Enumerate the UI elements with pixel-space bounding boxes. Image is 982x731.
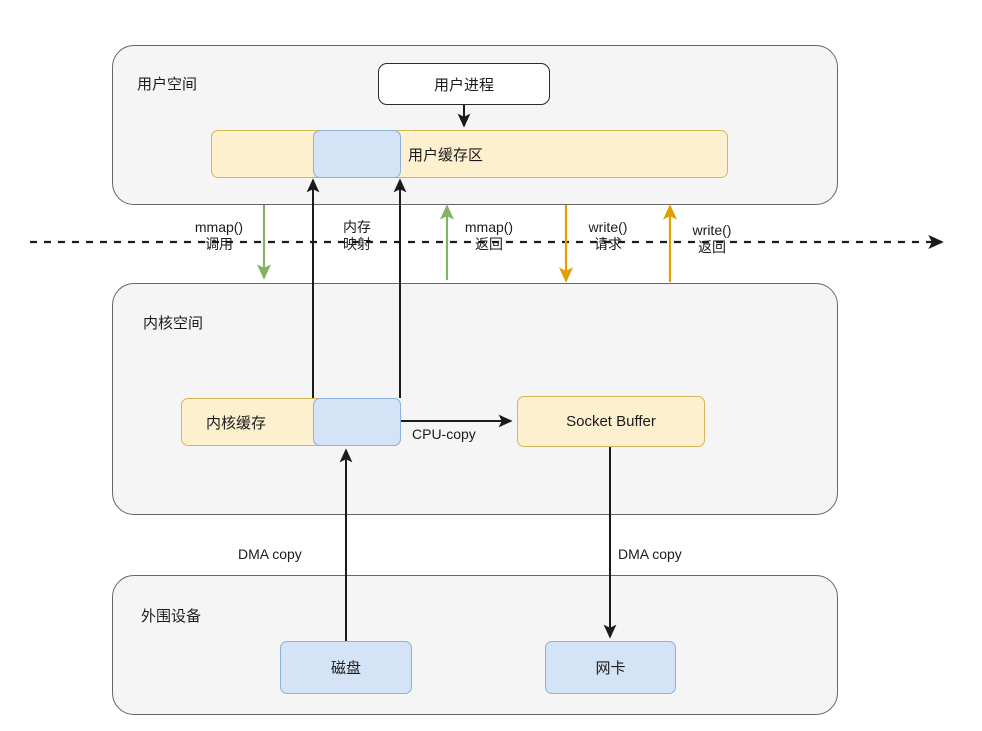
- boundary-label-mmap-return: mmap() 返回: [446, 219, 532, 253]
- edge-label-dma-copy-left-text: DMA copy: [238, 546, 302, 562]
- edge-label-dma-copy-left: DMA copy: [238, 546, 302, 562]
- boundary-label-mmap-call-line2: 调用: [205, 236, 233, 252]
- boundary-label-mmap-return-line2: 返回: [475, 236, 503, 252]
- node-kernel-buffer-label: 内核缓存: [206, 414, 267, 432]
- boundary-label-write-return: write() 返回: [670, 222, 754, 256]
- node-kernel-mapped-region[interactable]: [313, 398, 401, 446]
- node-socket-buffer-label: Socket Buffer: [566, 413, 656, 430]
- node-user-buffer[interactable]: 用户缓存区: [211, 130, 728, 178]
- boundary-label-write-return-line2: 返回: [698, 239, 726, 255]
- node-nic-label: 网卡: [595, 660, 626, 677]
- edge-label-cpu-copy: CPU-copy: [412, 426, 476, 442]
- lane-label-kernel-space: 内核空间: [143, 315, 204, 332]
- boundary-label-mmap-call-line1: mmap(): [194, 219, 244, 235]
- edge-label-cpu-copy-text: CPU-copy: [412, 426, 476, 442]
- boundary-label-mmap-call: mmap() 调用: [176, 219, 262, 253]
- lane-label-user-space: 用户空间: [137, 76, 198, 93]
- node-user-process-label: 用户进程: [433, 76, 494, 94]
- boundary-label-memory-map: 内存 映射: [313, 219, 401, 253]
- boundary-label-memory-map-line1: 内存: [343, 219, 371, 235]
- boundary-label-write-request-line1: write(): [588, 219, 628, 235]
- node-socket-buffer[interactable]: Socket Buffer: [517, 396, 705, 447]
- boundary-label-mmap-return-line1: mmap(): [464, 219, 514, 235]
- lane-label-peripheral: 外围设备: [141, 608, 202, 625]
- edge-label-dma-copy-right: DMA copy: [618, 546, 682, 562]
- boundary-label-write-request-line2: 请求: [594, 236, 622, 252]
- node-nic[interactable]: 网卡: [545, 641, 676, 694]
- node-user-buffer-label: 用户缓存区: [408, 146, 484, 164]
- boundary-label-write-return-line1: write(): [692, 222, 732, 238]
- boundary-label-memory-map-line2: 映射: [343, 236, 371, 252]
- edge-label-dma-copy-right-text: DMA copy: [618, 546, 682, 562]
- node-disk[interactable]: 磁盘: [280, 641, 412, 694]
- node-user-mapped-region[interactable]: [313, 130, 401, 178]
- node-disk-label: 磁盘: [330, 660, 361, 677]
- node-user-process[interactable]: 用户进程: [378, 63, 550, 105]
- boundary-label-write-request: write() 请求: [566, 219, 650, 253]
- lane-peripheral: [112, 575, 838, 715]
